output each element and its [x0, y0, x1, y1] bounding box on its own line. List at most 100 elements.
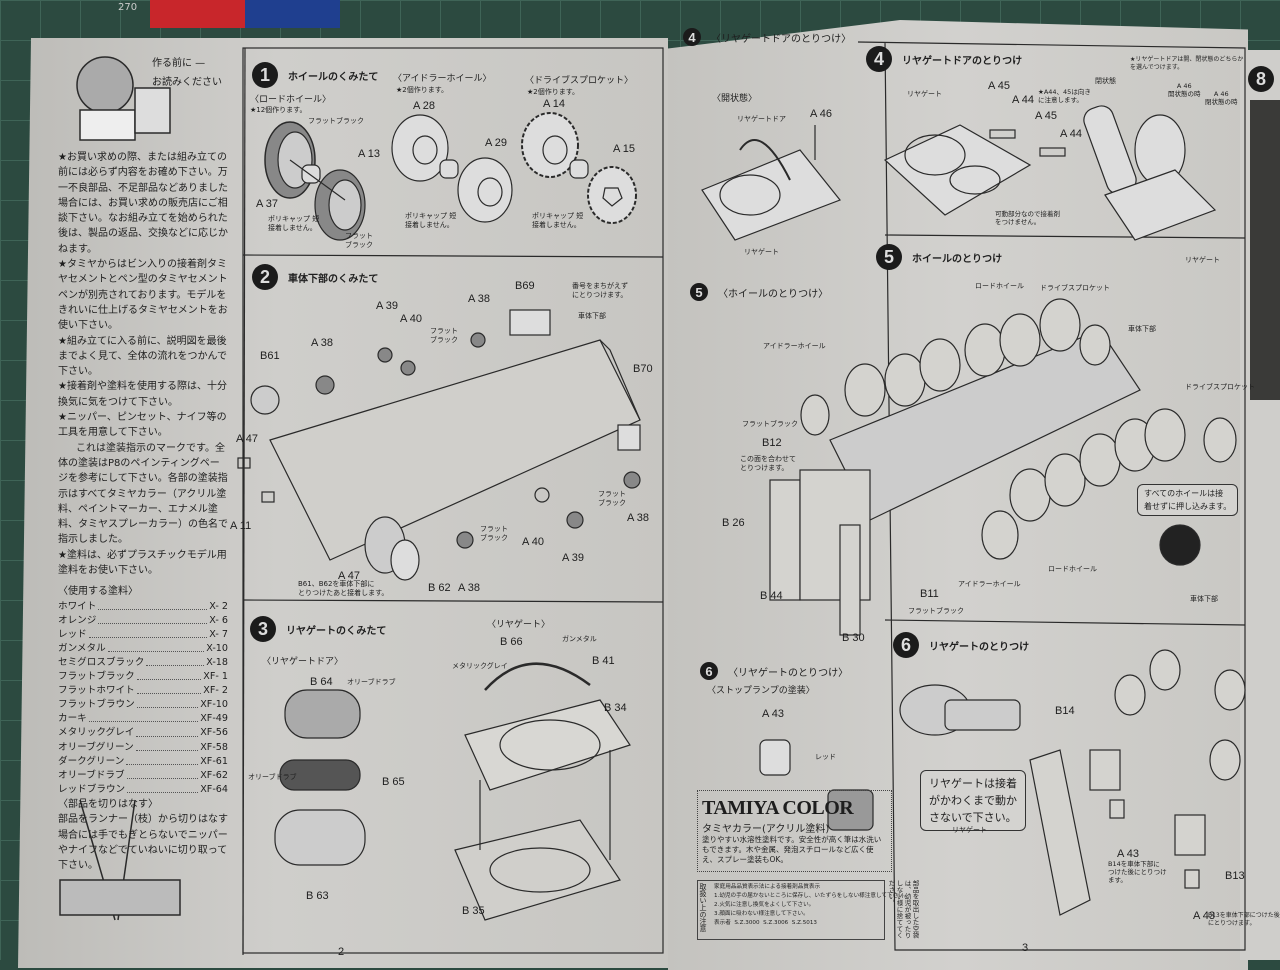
hull-label: 車体下部	[578, 312, 606, 320]
tank-photo	[1250, 100, 1280, 400]
leader-dots	[146, 656, 205, 667]
tamiya-color-ad: TAMIYA COLOR タミヤカラー(アクリル塗料) 塗りやすい水溶性塗料です…	[697, 790, 892, 872]
note: ★A44、45は向き に注意します。	[1038, 88, 1091, 105]
paint-code: XF-49	[200, 713, 228, 725]
step-number: 4	[866, 46, 892, 72]
intro-paragraph: ★接着剤や塗料を使用する際は、十分換気に気をつけて下さい。	[58, 381, 227, 408]
strongman-illustration	[899, 684, 1021, 736]
paint-code: XF- 1	[203, 671, 228, 683]
part-label: B14	[1055, 705, 1075, 717]
nipper-illustration	[59, 799, 181, 921]
rear-gate-door-drawing	[274, 689, 366, 866]
paint-code: X- 7	[209, 628, 228, 640]
part-label: B61	[260, 350, 280, 362]
step-title: 〈リヤゲートドアのとりつけ〉	[711, 33, 852, 45]
step-number: 5	[876, 244, 902, 270]
part-label: A 44	[1012, 94, 1035, 106]
part-label: ドライブスプロケット	[1040, 284, 1110, 292]
part-label: A 45	[1035, 110, 1058, 122]
leader-dots	[107, 642, 205, 652]
leader-dots	[88, 628, 208, 638]
part-label: A 38	[458, 582, 481, 594]
part-label: B70	[633, 363, 653, 375]
bag-warning-text: 部品を取出した空袋は、幼児が被ったりしない様に捨ててください。	[887, 880, 919, 939]
cutting-text: 部品をランナー（枝）から切りはなす場合には手でもぎとらないでニッパーやナイフなど…	[58, 814, 228, 872]
part-label: B11	[920, 588, 939, 600]
paint-code: X-18	[206, 656, 228, 668]
warning-box: 取扱い上の注意 家庭用品品質表示法による接着剤品質表示 1.幼児の手の届かないと…	[697, 880, 909, 940]
part-label: A 39	[376, 300, 399, 312]
hull-label: 車体下部	[1128, 325, 1156, 333]
paint-callout: フラット ブラック	[430, 327, 458, 344]
step-5-sub-heading: 5〈ホイールのとりつけ〉	[690, 283, 828, 301]
part-label: B 35	[462, 905, 485, 917]
step-number: 3	[250, 616, 276, 642]
paint-callout: フラットブラック	[742, 420, 798, 428]
note: 番号をまちがえず にとりつけます。	[572, 282, 628, 299]
paint-name: カーキ	[58, 713, 87, 725]
tamiya-color-text: 塗りやすい水溶性塗料です。安全性が高く筆は水洗いもできます。木や金属、発泡スチロ…	[702, 835, 882, 864]
leader-dots	[126, 755, 199, 765]
subheading: 〈ロードホイール〉	[250, 95, 332, 105]
note: ★12個作ります。	[250, 106, 307, 114]
step-title: ホイールのとりつけ	[912, 253, 1003, 265]
part-label: B 66	[500, 636, 523, 648]
paint-name: ホワイト	[58, 600, 97, 612]
subheading: 〈リヤゲート〉	[487, 620, 551, 630]
part-label: A 44	[1060, 128, 1083, 140]
paint-callout: メタリックグレイ	[452, 662, 508, 670]
part-label: アイドラーホイール	[958, 580, 1021, 588]
paint-code: X- 6	[209, 614, 228, 626]
part-label: A 11	[230, 520, 252, 532]
mascot-illustration	[76, 56, 171, 141]
intro-paragraph: ★塗料は、必ずプラスチックモデル用塗料をお使い下さい。	[58, 549, 227, 577]
intro-title-line: 作る前に —	[152, 58, 206, 69]
part-label: A 14	[543, 98, 566, 110]
leader-dots	[136, 698, 199, 709]
paint-name: ダークグリーン	[58, 755, 125, 767]
part-label: A 40	[400, 313, 423, 325]
part-label: A 47	[338, 570, 361, 582]
polycap-note: ポリキャップ 短 接着しません。	[532, 212, 584, 229]
part-label: B12	[762, 437, 782, 449]
paint-row: カーキ XF-49	[58, 712, 228, 726]
leader-dots	[98, 600, 208, 610]
polycap-note: ポリキャップ 短 接着しません。	[268, 215, 320, 232]
note: ★2個作ります。	[396, 86, 449, 94]
part-label: B 63	[306, 890, 329, 902]
part-label: A 37	[256, 198, 279, 210]
leader-dots	[127, 783, 199, 793]
step-title: 車体下部のくみたて	[288, 273, 379, 285]
part-label: A 40	[522, 536, 545, 548]
paint-code: XF-58	[200, 741, 228, 753]
note: この面を合わせて とりつけます。	[740, 455, 796, 472]
paint-code: XF-64	[200, 783, 228, 795]
step-8-heading: 8	[1248, 66, 1274, 92]
part-label: B13	[1225, 870, 1245, 882]
part-label: B69	[515, 280, 535, 292]
note: B61、B62を車体下部に とりつけたあと接着します。	[298, 580, 389, 597]
part-label: リヤゲート	[952, 826, 987, 834]
part-label: A 45	[988, 80, 1011, 92]
part-label: A 38	[311, 337, 334, 349]
part-label: B 62	[428, 582, 451, 594]
part-label: A 43	[762, 708, 785, 720]
paint-name: レッド	[58, 628, 87, 640]
paint-code: XF-61	[200, 755, 228, 767]
leader-dots	[126, 769, 199, 779]
warning-side-label: 取扱い上の注意	[699, 883, 707, 932]
paint-callout: フラットブラック	[908, 607, 964, 615]
note: B14を車体下部に つけた後にとりつけ ます。	[1108, 860, 1167, 885]
paint-name: オリーブグリーン	[58, 741, 134, 753]
intro-paragraph: ★組み立てに入る前に、説明図を最後までよく見て、全体の流れをつかんで下さい。	[58, 335, 227, 378]
